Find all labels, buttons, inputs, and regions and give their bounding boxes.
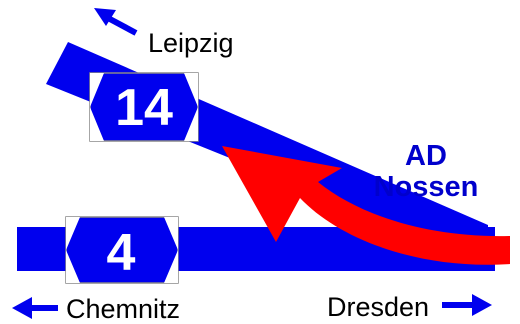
signal-frame-14 bbox=[89, 72, 199, 142]
arrow-right-icon bbox=[442, 294, 492, 316]
label-station-ad: AD bbox=[405, 140, 447, 172]
route-arrow bbox=[222, 146, 510, 265]
signal-label-14: 14 bbox=[115, 79, 173, 137]
label-dresden: Dresden bbox=[327, 292, 429, 322]
label-station-nossen: Nossen bbox=[374, 171, 479, 203]
signal-marker-4 bbox=[66, 217, 80, 283]
signal-label-4: 4 bbox=[107, 224, 136, 282]
signal-marker-14-right bbox=[184, 73, 198, 141]
signal-marker-14 bbox=[90, 73, 104, 141]
label-leipzig: Leipzig bbox=[148, 28, 234, 58]
arrow-up-left-icon bbox=[94, 8, 138, 36]
signal-marker-4-right bbox=[164, 217, 178, 283]
arrow-left-icon bbox=[12, 297, 58, 319]
label-chemnitz: Chemnitz bbox=[66, 294, 180, 324]
